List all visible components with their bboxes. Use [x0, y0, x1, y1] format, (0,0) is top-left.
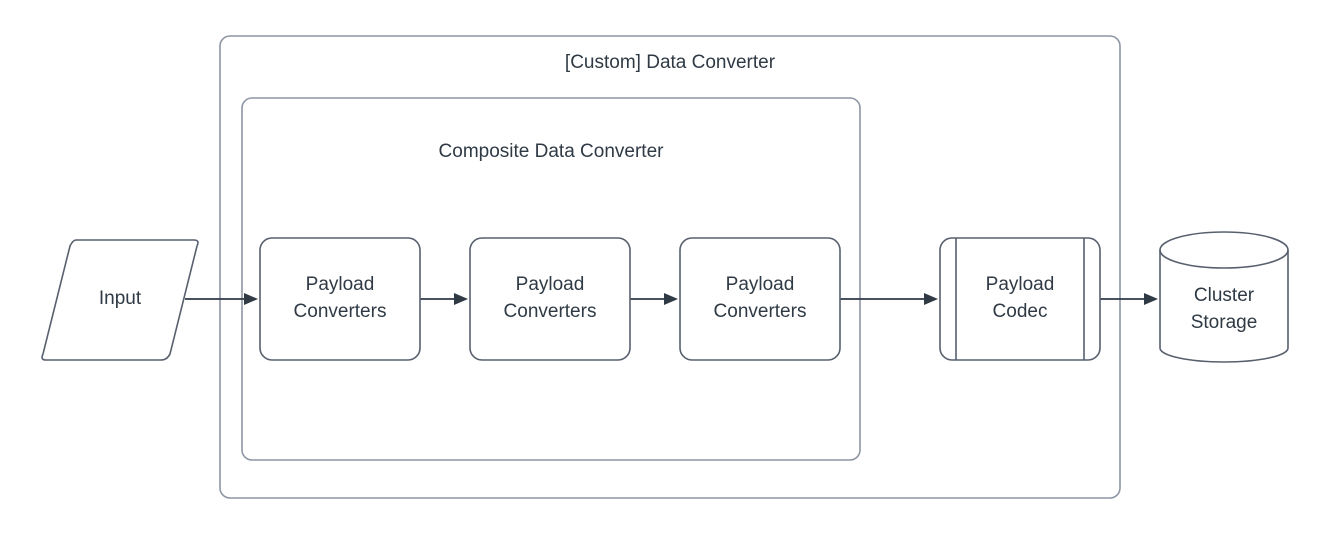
container-custom-data-converter-border: [219, 35, 1121, 499]
node-input-fill: [42, 240, 198, 360]
node-payload-converters-2[interactable]: Payload Converters: [469, 237, 631, 361]
node-cluster-storage-label-line-2: Storage: [1191, 312, 1258, 333]
container-composite-data-converter-label: Composite Data Converter: [439, 141, 665, 162]
node-cluster-storage-body: [1159, 250, 1289, 363]
container-composite-data-converter-border: [241, 97, 861, 461]
edge-payload-converters-1-to-2: [420, 293, 468, 305]
node-payload-codec[interactable]: Payload Codec: [939, 237, 1101, 361]
edge-payload-converters-3-to-payload-codec: [840, 293, 938, 305]
node-cluster-storage-label-line-1: Cluster: [1194, 285, 1255, 306]
edge-payload-converters-2-to-3-arrowhead: [664, 293, 678, 305]
node-payload-converters-1-fill: [260, 238, 420, 360]
edge-input-to-payload-converters-1: [185, 293, 258, 305]
node-payload-codec-label-line-2: Codec: [993, 301, 1048, 322]
node-payload-codec-label-line-1: Payload: [986, 274, 1055, 295]
node-payload-converters-3[interactable]: Payload Converters: [679, 237, 841, 361]
node-payload-converters-1-label-line-1: Payload: [306, 274, 375, 295]
edge-payload-converters-2-to-3: [630, 293, 678, 305]
node-payload-converters-3-fill: [680, 238, 840, 360]
node-payload-converters-3-label-line-1: Payload: [726, 274, 795, 295]
node-payload-converters-2-fill: [470, 238, 630, 360]
node-input[interactable]: Input: [41, 239, 199, 361]
edge-input-to-payload-converters-1-arrowhead: [244, 293, 258, 305]
node-payload-converters-1[interactable]: Payload Converters: [259, 237, 421, 361]
node-cluster-storage[interactable]: Cluster Storage: [1159, 231, 1289, 363]
node-payload-converters-1-border: [259, 237, 421, 361]
node-input-border: [41, 239, 199, 361]
node-payload-converters-3-label-line-2: Converters: [714, 301, 807, 322]
node-payload-converters-3-border: [679, 237, 841, 361]
node-input-label: Input: [99, 288, 142, 309]
edge-payload-converters-1-to-2-arrowhead: [454, 293, 468, 305]
node-payload-converters-1-label-line-2: Converters: [294, 301, 387, 322]
edge-payload-converters-3-to-payload-codec-arrowhead: [924, 293, 938, 305]
edge-payload-codec-to-cluster-storage: [1100, 293, 1158, 305]
node-payload-converters-2-border: [469, 237, 631, 361]
node-payload-codec-fill: [940, 238, 1100, 360]
node-cluster-storage-top-ellipse: [1159, 231, 1289, 269]
node-payload-converters-2-label-line-1: Payload: [516, 274, 585, 295]
node-cluster-storage-fill: [1160, 232, 1288, 362]
node-payload-codec-border: [939, 237, 1101, 361]
node-payload-converters-2-label-line-2: Converters: [504, 301, 597, 322]
edge-payload-codec-to-cluster-storage-arrowhead: [1144, 293, 1158, 305]
container-custom-data-converter-label: [Custom] Data Converter: [565, 52, 776, 73]
